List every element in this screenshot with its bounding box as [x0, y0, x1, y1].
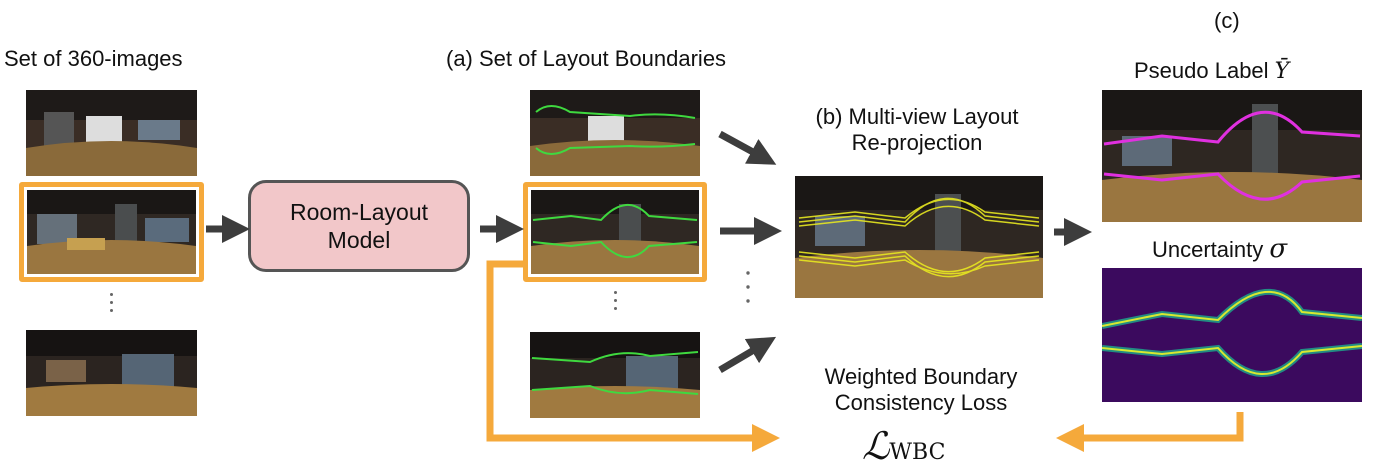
model-label-line2: Model [327, 227, 391, 253]
model-label-line1: Room-Layout [289, 199, 429, 225]
loss-symbol: ℒWBC [862, 424, 945, 468]
boundary-image-1 [530, 90, 700, 176]
boundary-images-ellipsis [610, 286, 620, 315]
loss-symbol-subscript: WBC [889, 440, 946, 465]
boundary-image-2 [531, 190, 699, 274]
input-image-2-highlight [19, 182, 204, 282]
uncertainty-text: Uncertainty [1152, 237, 1270, 262]
room-layout-model-box: Room-Layout Model [248, 180, 470, 272]
uncertainty-map [1102, 268, 1362, 402]
c-marker-label: (c) [1214, 8, 1240, 33]
reprojection-label-line1: (b) Multi-view Layout [815, 104, 1019, 129]
uncertainty-symbol: σ [1269, 234, 1288, 264]
loss-label-line2: Consistency Loss [834, 390, 1008, 415]
reprojection-label-line2: Re-projection [851, 130, 983, 155]
set-of-images-label: Set of 360-images [4, 46, 183, 71]
arrow-boundary3-to-reprojection [718, 336, 777, 374]
input-image-1 [26, 90, 197, 176]
boundary-image-3 [530, 332, 700, 418]
input-images-ellipsis [106, 288, 116, 317]
arrow-boundary1-to-reprojection [718, 130, 777, 165]
loss-symbol-letter: ℒ [862, 424, 890, 468]
pseudo-label-title: Pseudo Label Ȳ [1134, 58, 1289, 85]
uncertainty-to-loss-connector [1056, 412, 1244, 452]
pseudo-label-image [1102, 90, 1362, 222]
loss-label: Weighted Boundary Consistency Loss [776, 364, 1066, 416]
set-of-boundaries-label: (a) Set of Layout Boundaries [446, 46, 727, 71]
boundary-image-2-highlight [523, 182, 707, 282]
loss-label-line1: Weighted Boundary [824, 364, 1018, 389]
input-image-3 [26, 330, 197, 416]
input-image-2 [27, 190, 196, 274]
uncertainty-title: Uncertainty σ [1152, 236, 1287, 263]
reprojection-ellipsis [746, 271, 750, 303]
pseudo-label-text: Pseudo Label [1134, 58, 1275, 83]
reprojection-label: (b) Multi-view Layout Re-projection [786, 104, 1048, 156]
pseudo-label-symbol: Ȳ [1274, 59, 1290, 84]
reprojection-image [795, 176, 1043, 298]
